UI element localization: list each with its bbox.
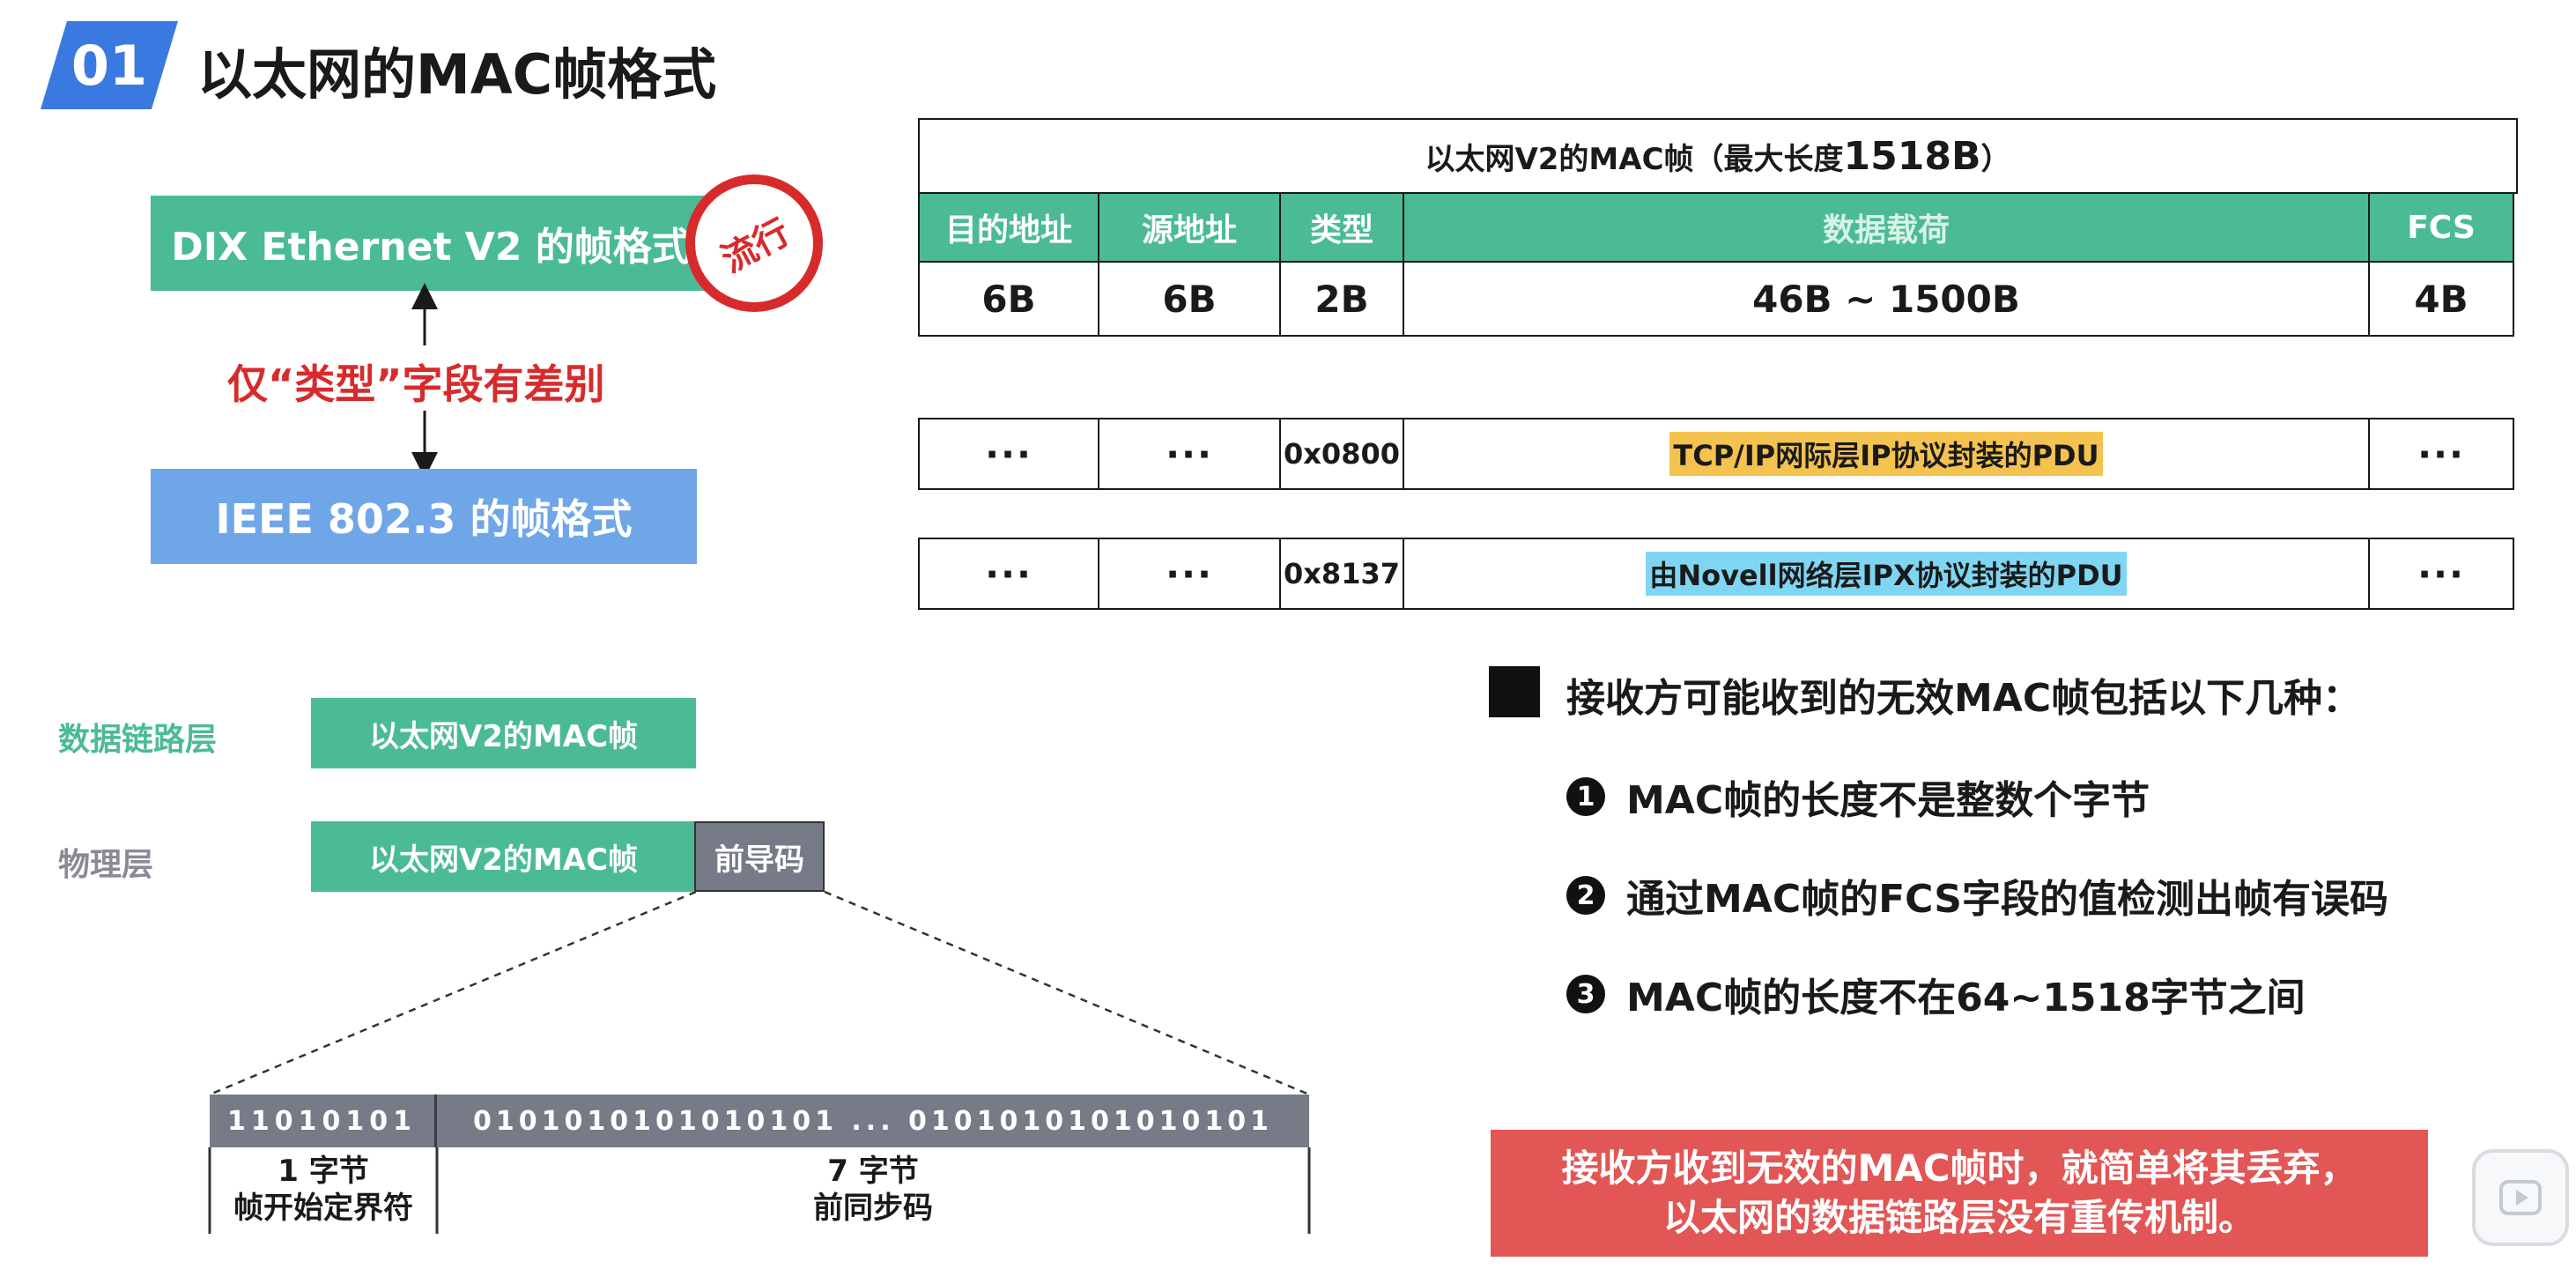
ellipsis-cell: ··· [918,418,1099,490]
invalid-item: 2 通过MAC帧的FCS字段的值检测出帧有误码 [1566,867,2388,924]
physical-layer-label: 物理层 [58,847,154,883]
phy-mac-frame-box: 以太网V2的MAC帧 [311,821,696,892]
size-dest: 6B [918,261,1099,337]
number-circle-icon: 2 [1566,876,1605,915]
frame-header-row: 目的地址 源地址 类型 数据载荷 FCS [918,192,2518,263]
caption-end: ） [1980,141,2011,177]
preamble-caption: 7 字节 前同步码 [437,1153,1309,1227]
example-row-ip: ··· ··· 0x0800 TCP/IP网际层IP协议封装的PDU ··· [918,418,2518,490]
data-link-layer-label: 数据链路层 [58,722,218,758]
number-circle-icon: 1 [1566,777,1605,816]
caption-text: 以太网V2的MAC帧（最大长度 [1425,141,1844,177]
ellipsis-cell: ··· [918,538,1099,610]
page-title: 以太网的MAC帧格式 [197,42,717,107]
section-number-badge: 01 [41,21,178,109]
payload-ipx-text: 由Novell网络层IPX协议封装的PDU [1646,552,2127,596]
invalid-item-text: MAC帧的长度不在64~1518字节之间 [1626,976,2306,1020]
size-payload: 46B ~ 1500B [1403,261,2370,337]
invalid-item-text: 通过MAC帧的FCS字段的值检测出帧有误码 [1626,877,2388,922]
preamble-bits: 0101010101010101 ... 0101010101010101 [472,1105,1274,1137]
difference-note: 仅“类型”字段有差别 [227,360,605,408]
example-row-ipx: ··· ··· 0x8137 由Novell网络层IPX协议封装的PDU ··· [918,538,2518,610]
invalid-item-text: MAC帧的长度不是整数个字节 [1626,778,2150,823]
ieee-format-box: IEEE 802.3 的帧格式 [151,469,697,564]
invalid-frames-heading: 接收方可能收到的无效MAC帧包括以下几种： [1566,676,2362,721]
size-type: 2B [1279,261,1404,337]
ellipsis-cell: ··· [1098,538,1281,610]
dix-format-box: DIX Ethernet V2 的帧格式 [151,196,711,291]
discard-note-line: 以太网的数据链路层没有重传机制。 [1662,1196,2255,1239]
sfd-caption: 1 字节 帧开始定界符 [210,1153,437,1227]
type-value-ip: 0x0800 [1279,418,1404,490]
caption-max-length: 1518B [1843,133,1981,179]
ellipsis-cell: ··· [2368,538,2514,610]
sfd-size: 1 字节 [278,1154,369,1189]
bit-strip: 11010101 0101010101010101 ... 0101010101… [210,1095,1309,1147]
payload-ip-cell: TCP/IP网际层IP协议封装的PDU [1403,418,2370,490]
dashed-right [824,890,1310,1096]
preamble-name: 前同步码 [813,1191,933,1226]
header-src-address: 源地址 [1098,192,1281,263]
discard-note-line: 接收方收到无效的MAC帧时，就简单将其丢弃， [1561,1147,2358,1190]
ellipsis-cell: ··· [1098,418,1281,490]
invalid-item: 1 MAC帧的长度不是整数个字节 [1566,768,2150,825]
ellipsis-cell: ··· [2368,418,2514,490]
preamble-box: 前导码 [694,821,825,892]
type-value-ipx: 0x8137 [1279,538,1404,610]
header-payload: 数据载荷 [1403,192,2370,263]
payload-ipx-cell: 由Novell网络层IPX协议封装的PDU [1403,538,2370,610]
size-fcs: 4B [2368,261,2514,337]
discard-note: 接收方收到无效的MAC帧时，就简单将其丢弃， 以太网的数据链路层没有重传机制。 [1491,1130,2428,1257]
sfd-bits: 11010101 [210,1095,437,1147]
sfd-name: 帧开始定界符 [233,1191,413,1226]
number-circle-icon: 3 [1566,975,1605,1013]
size-src: 6B [1098,261,1281,337]
square-bullet-icon [1489,666,1540,717]
preamble-size: 7 字节 [827,1154,919,1189]
header-dest-address: 目的地址 [918,192,1099,263]
popular-stamp: 流行 [685,174,823,312]
dashed-left [209,890,697,1096]
payload-ip-text: TCP/IP网际层IP协议封装的PDU [1669,432,2103,476]
header-fcs: FCS [2368,192,2514,263]
dll-mac-frame-box: 以太网V2的MAC帧 [311,698,696,768]
header-type: 类型 [1279,192,1404,263]
invalid-item: 3 MAC帧的长度不在64~1518字节之间 [1566,966,2306,1022]
frame-size-row: 6B 6B 2B 46B ~ 1500B 4B [918,261,2518,337]
play-button[interactable] [2472,1149,2569,1246]
play-icon [2499,1180,2542,1215]
